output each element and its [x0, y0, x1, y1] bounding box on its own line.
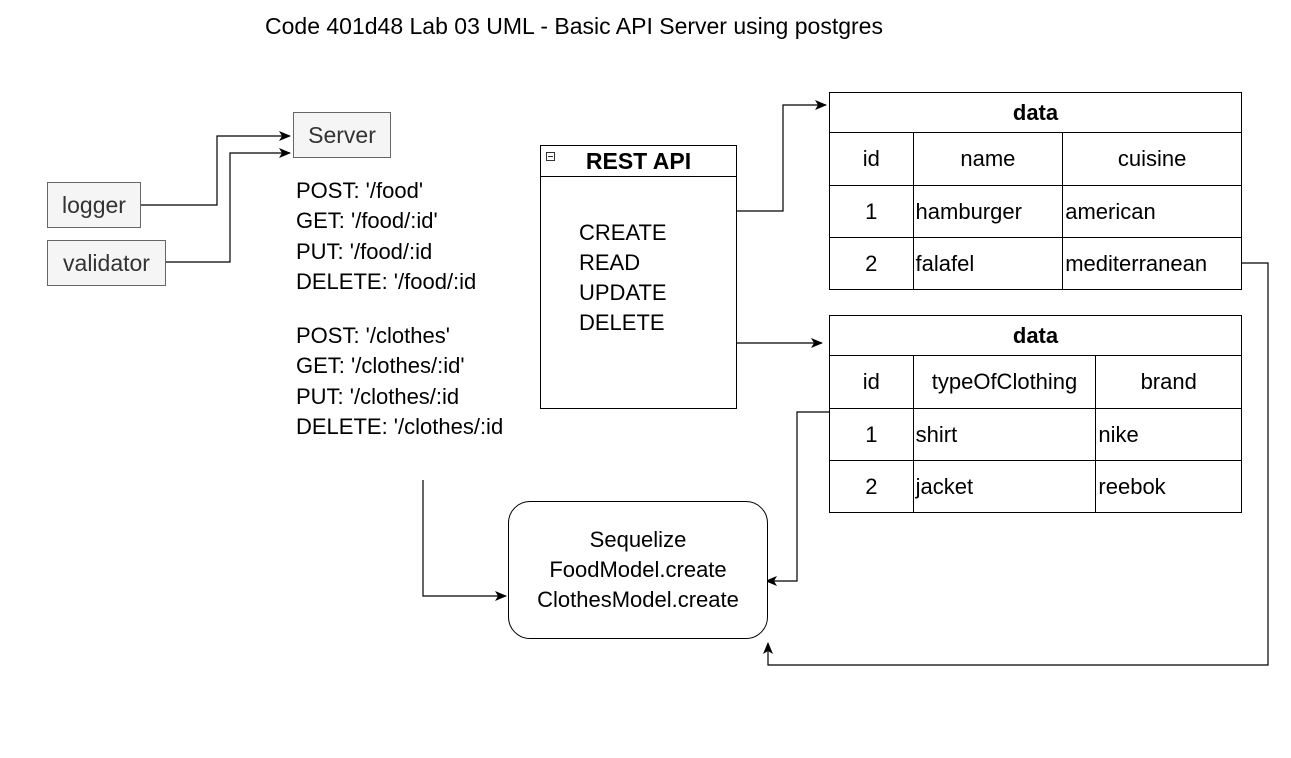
rest-api-title: REST API [585, 148, 692, 174]
table-cell: american [1062, 185, 1242, 238]
route-item: GET: '/clothes/:id' [296, 353, 465, 379]
table-cell: falafel [912, 237, 1064, 290]
food-data-table: data id name cuisine 1 hamburger america… [829, 92, 1242, 290]
sequelize-line: Sequelize [589, 527, 687, 552]
server-node: Server [293, 112, 391, 158]
route-item: POST: '/clothes' [296, 323, 450, 348]
route-item: PUT: '/food/:id [296, 238, 433, 264]
food-routes: POST: '/food' GET: '/food/:id' PUT: '/fo… [296, 176, 476, 298]
table-title: data [829, 92, 1242, 133]
route-item: GET: '/food/:id' [296, 208, 438, 234]
logger-node: logger [47, 182, 141, 228]
table-cell: nike [1095, 408, 1242, 461]
validator-to-server-connector [166, 148, 291, 263]
route-item: DELETE: '/clothes/:id [296, 414, 504, 440]
food-table-to-sequelize-connector [763, 262, 1269, 666]
sequelize-line: FoodModel.create [549, 557, 727, 582]
column-header: brand [1095, 355, 1242, 409]
server-label: Server [308, 121, 376, 148]
validator-node: validator [47, 240, 166, 286]
table-cell: mediterranean [1062, 237, 1242, 290]
collapse-icon[interactable] [546, 152, 555, 161]
column-header: cuisine [1062, 132, 1242, 186]
rest-api-operations: CREATE READ UPDATE DELETE [579, 218, 667, 338]
clothes-data-table: data id typeOfClothing brand 1 shirt nik… [829, 315, 1242, 513]
route-item: PUT: '/clothes/:id [296, 383, 460, 409]
route-item: DELETE: '/food/:id [296, 269, 477, 295]
clothes-routes: POST: '/clothes' GET: '/clothes/:id' PUT… [296, 321, 503, 443]
rest-api-header: REST API [541, 146, 736, 177]
table-cell: hamburger [912, 185, 1064, 238]
table-row: 2 jacket reebok [829, 460, 1242, 513]
validator-label: validator [63, 249, 150, 276]
clothes-table-to-sequelize-connector [765, 411, 830, 586]
logger-label: logger [62, 191, 126, 218]
operation-item: READ [579, 250, 641, 275]
sequelize-line: ClothesModel.create [537, 587, 739, 612]
operation-item: DELETE [579, 310, 665, 335]
column-header: typeOfClothing [912, 355, 1097, 409]
table-row: 2 falafel mediterranean [829, 237, 1242, 290]
routes-to-sequelize-connector [422, 480, 507, 601]
table-row: 1 shirt nike [829, 408, 1242, 461]
table-cell: jacket [912, 460, 1097, 513]
column-header: id [829, 132, 914, 186]
table-row: 1 hamburger american [829, 185, 1242, 238]
column-header: name [912, 132, 1064, 186]
table-cell: 1 [829, 408, 914, 461]
sequelize-box: Sequelize FoodModel.create ClothesModel.… [508, 501, 768, 639]
route-item: POST: '/food' [296, 178, 424, 203]
table-cell: reebok [1095, 460, 1242, 513]
diagram-title: Code 401d48 Lab 03 UML - Basic API Serve… [265, 13, 883, 39]
table-cell: 2 [829, 460, 914, 513]
table-cell: 2 [829, 237, 914, 290]
column-header: id [829, 355, 914, 409]
operation-item: CREATE [579, 220, 667, 245]
table-cell: 1 [829, 185, 914, 238]
rest-api-box: REST API CREATE READ UPDATE DELETE [540, 145, 737, 409]
table-cell: shirt [912, 408, 1097, 461]
operation-item: UPDATE [579, 280, 667, 305]
table-title: data [829, 315, 1242, 356]
rest-to-food-table-connector [737, 100, 827, 212]
logger-to-server-connector [141, 131, 291, 206]
